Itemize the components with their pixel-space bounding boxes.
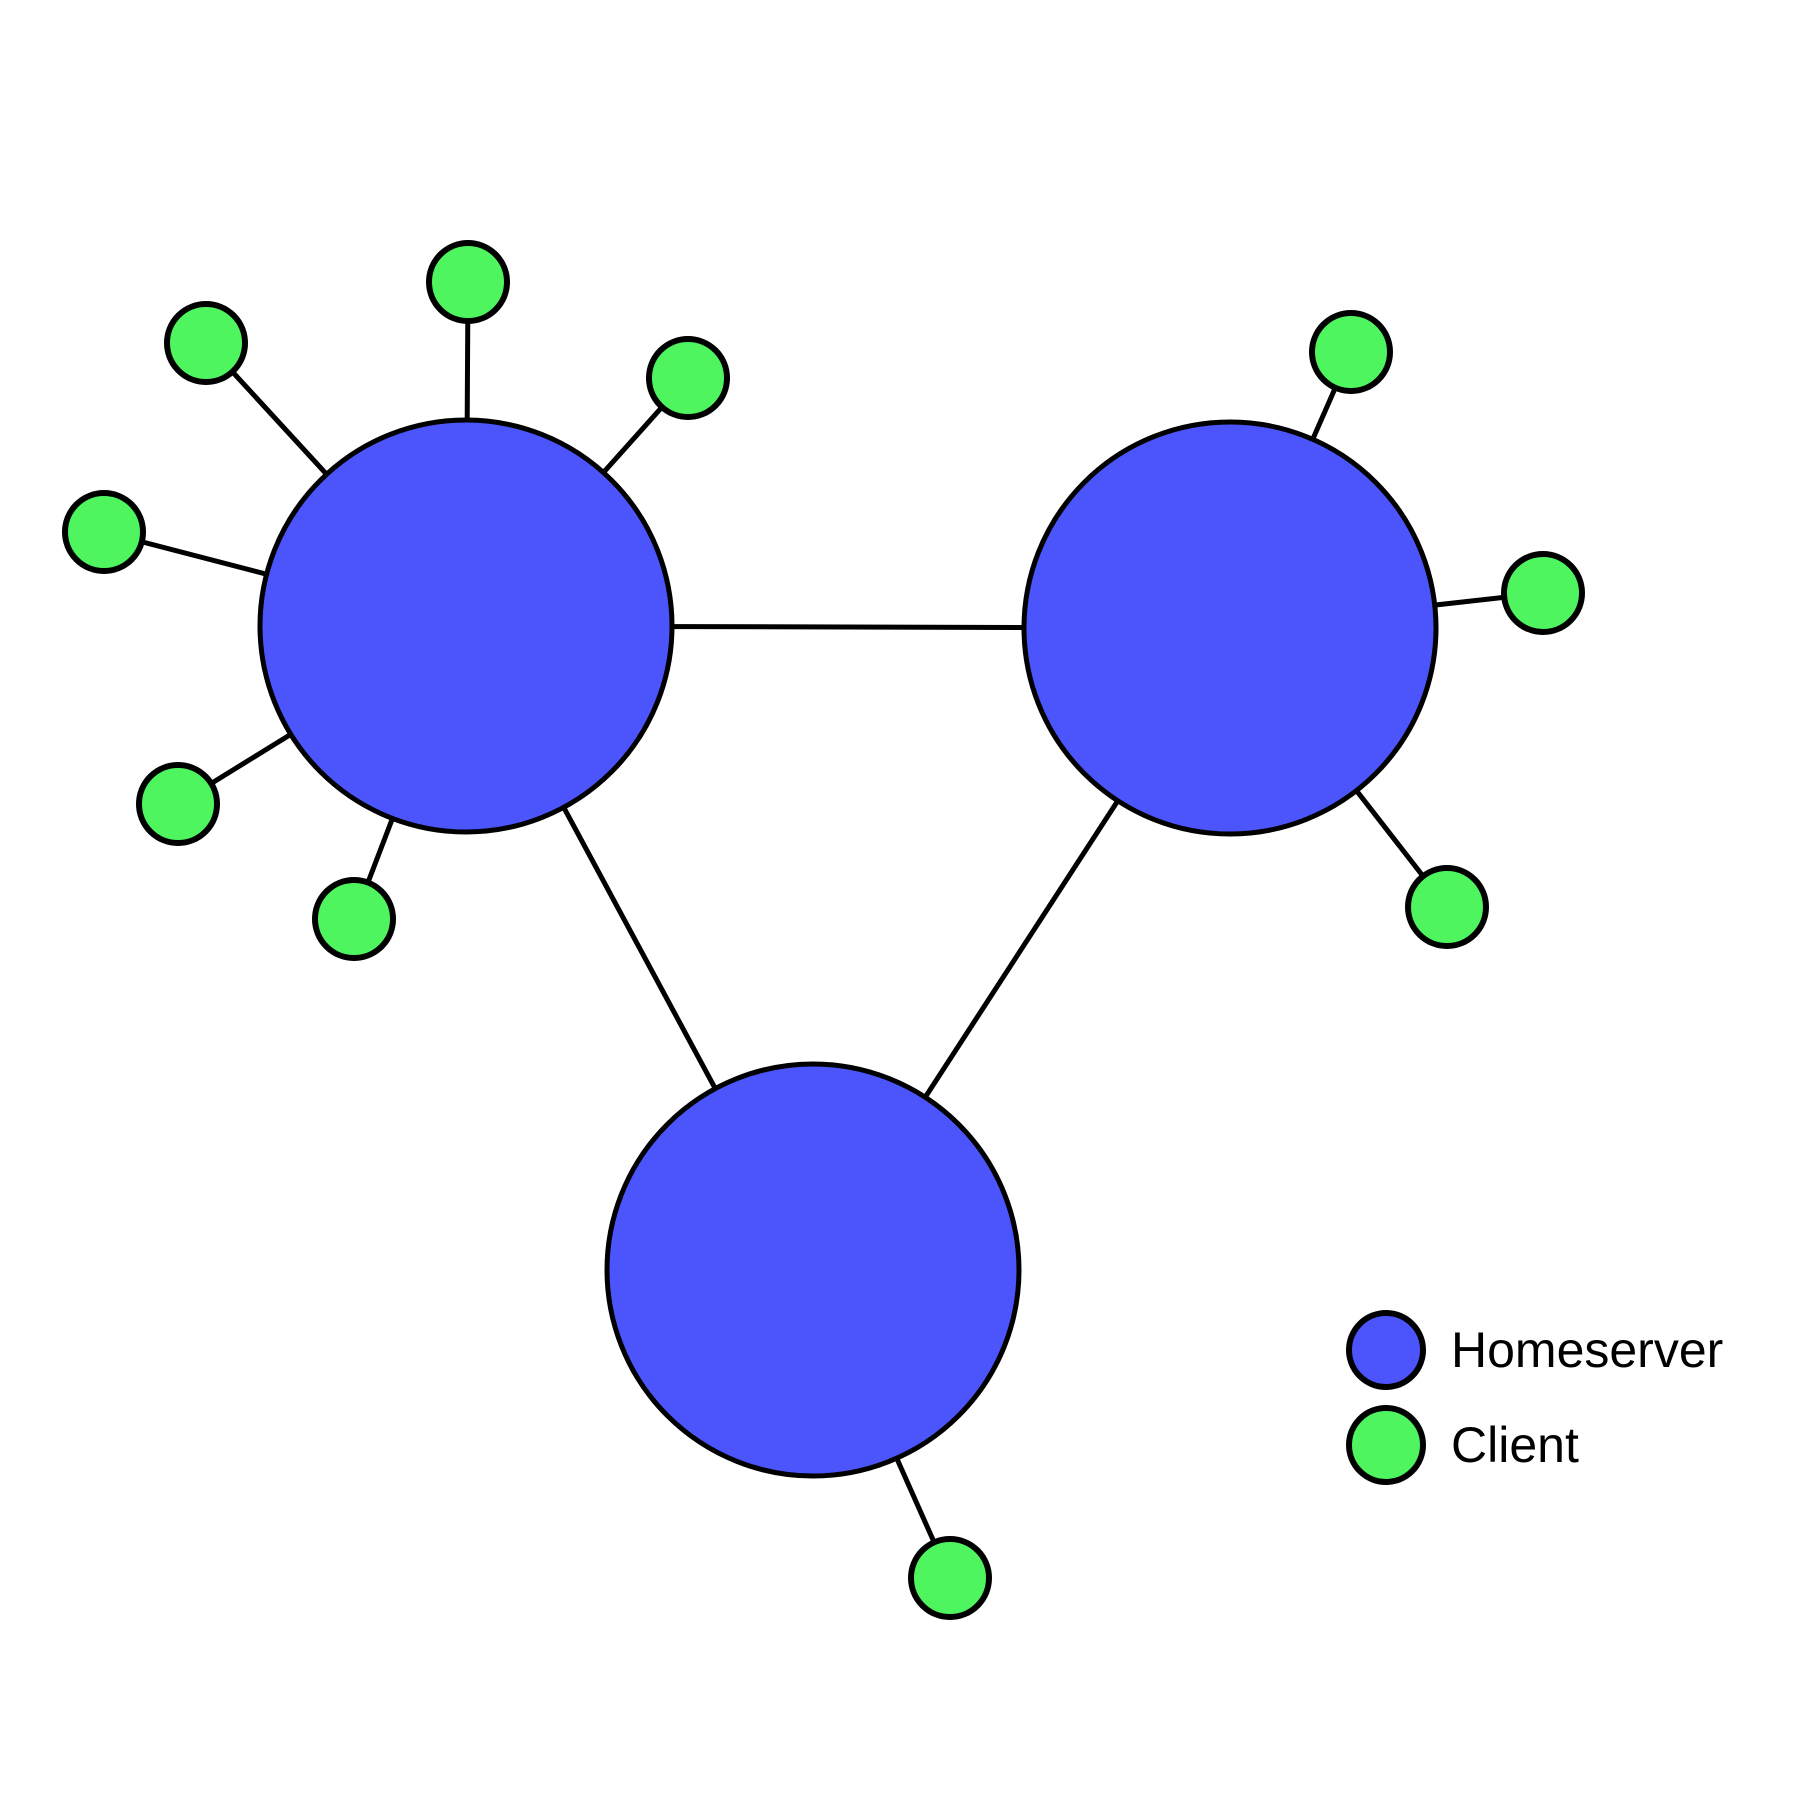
client-node-c5	[312, 877, 396, 961]
client-node-c6	[646, 336, 730, 420]
client-node-c4	[136, 762, 220, 846]
legend: Homeserver Client	[1346, 1310, 1723, 1485]
homeserver-node-hs2	[1021, 419, 1439, 837]
homeserver-node-hs1	[257, 417, 675, 835]
client-node-c7	[1309, 310, 1393, 394]
client-node-c8	[1501, 551, 1585, 635]
legend-label-client: Client	[1451, 1417, 1579, 1473]
legend-item-homeserver: Homeserver	[1346, 1310, 1723, 1390]
legend-item-client: Client	[1346, 1405, 1723, 1485]
client-node-c2	[164, 301, 248, 385]
homeserver-node-hs3	[604, 1061, 1022, 1479]
client-node-c1	[426, 240, 510, 324]
legend-label-homeserver: Homeserver	[1451, 1322, 1724, 1378]
client-node-c9	[1405, 865, 1489, 949]
client-node-c10	[908, 1536, 992, 1620]
client-legend-circle	[1346, 1405, 1426, 1485]
homeserver-legend-circle	[1346, 1310, 1426, 1390]
client-node-c3	[62, 490, 146, 574]
